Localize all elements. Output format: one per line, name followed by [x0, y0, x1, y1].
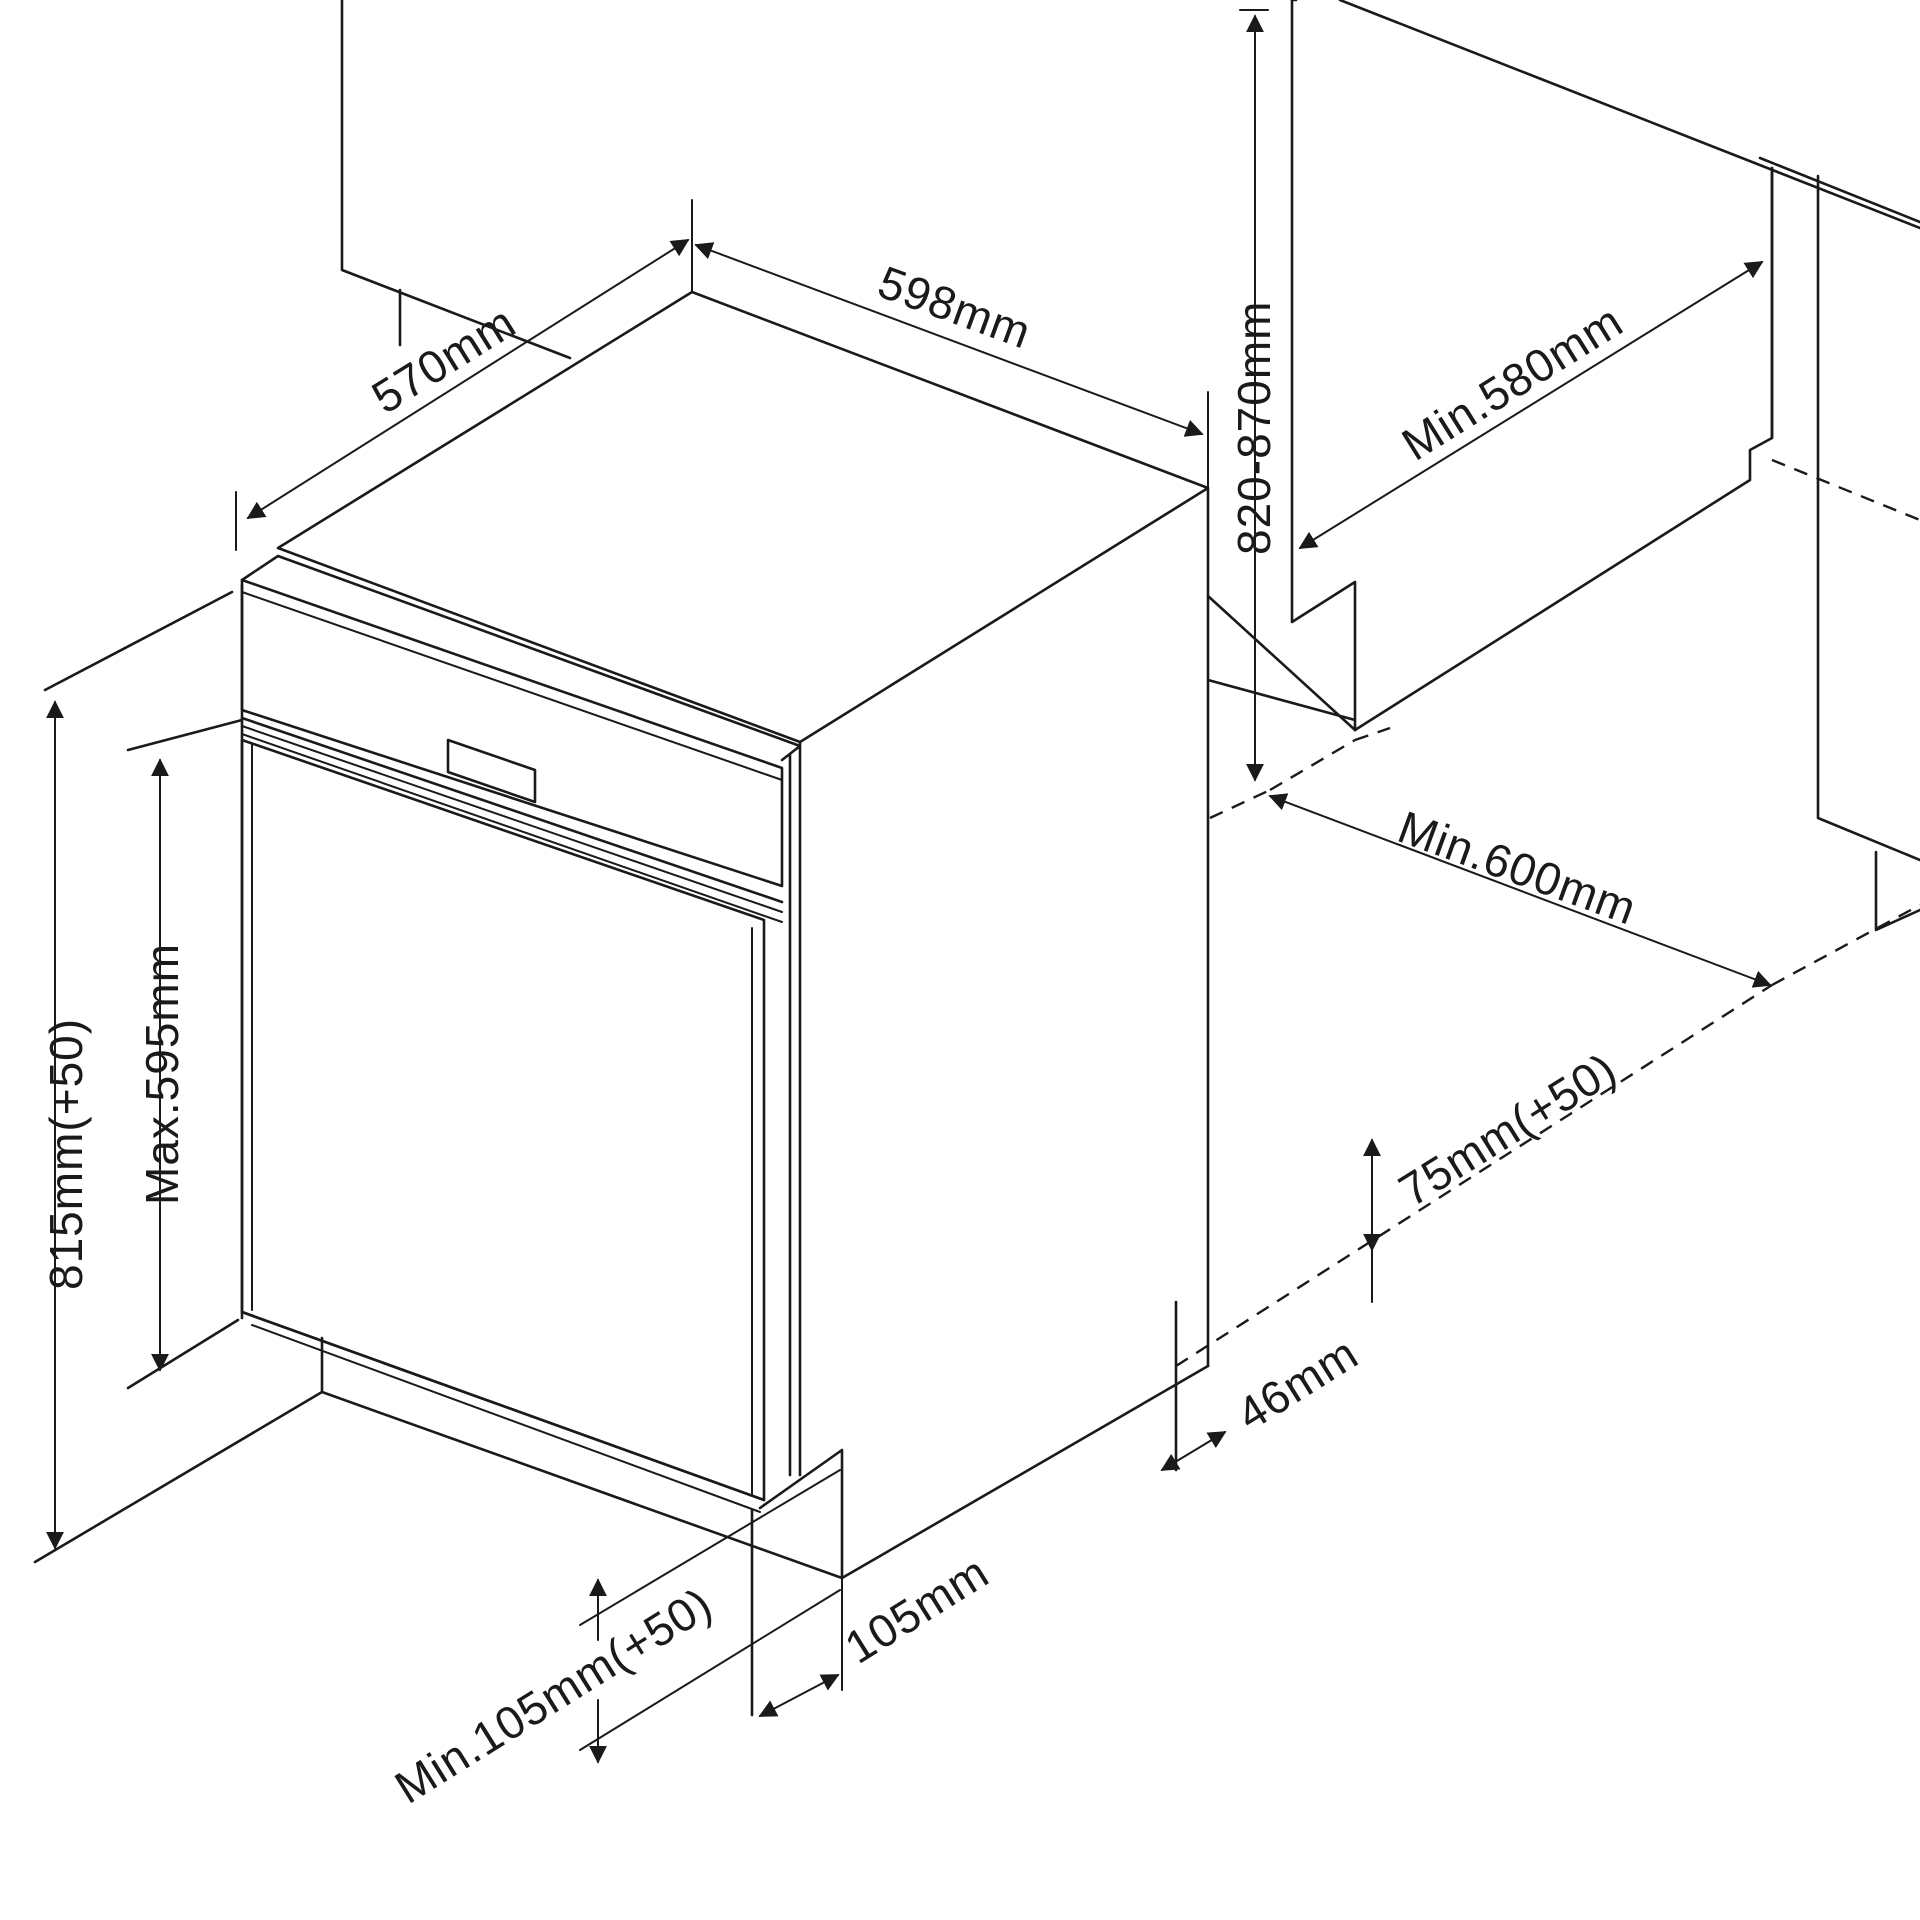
label-plinth-depth: 105mm [836, 1545, 998, 1673]
dimension-lines [46, 9, 1772, 1764]
label-plinth-height-right: 75mm(+50) [1390, 1042, 1626, 1216]
display-window [446, 738, 537, 804]
label-min-niche-width: Min.600mm [1392, 801, 1644, 935]
label-min-cabinet-depth: Min.580mm [1393, 294, 1632, 470]
left-upper-cabinet [340, 0, 572, 360]
right-cabinet [1206, 0, 1920, 932]
dashed-floor-lines [1174, 458, 1920, 1472]
label-width: 598mm [872, 256, 1039, 359]
label-max-door-height: Max.595mm [136, 943, 188, 1205]
dishwasher-body [240, 290, 1210, 1513]
label-height-range: 820-870mm [1228, 301, 1280, 555]
label-side-offset: 46mm [1228, 1327, 1367, 1441]
label-height: 815mm(+50) [40, 1018, 92, 1290]
